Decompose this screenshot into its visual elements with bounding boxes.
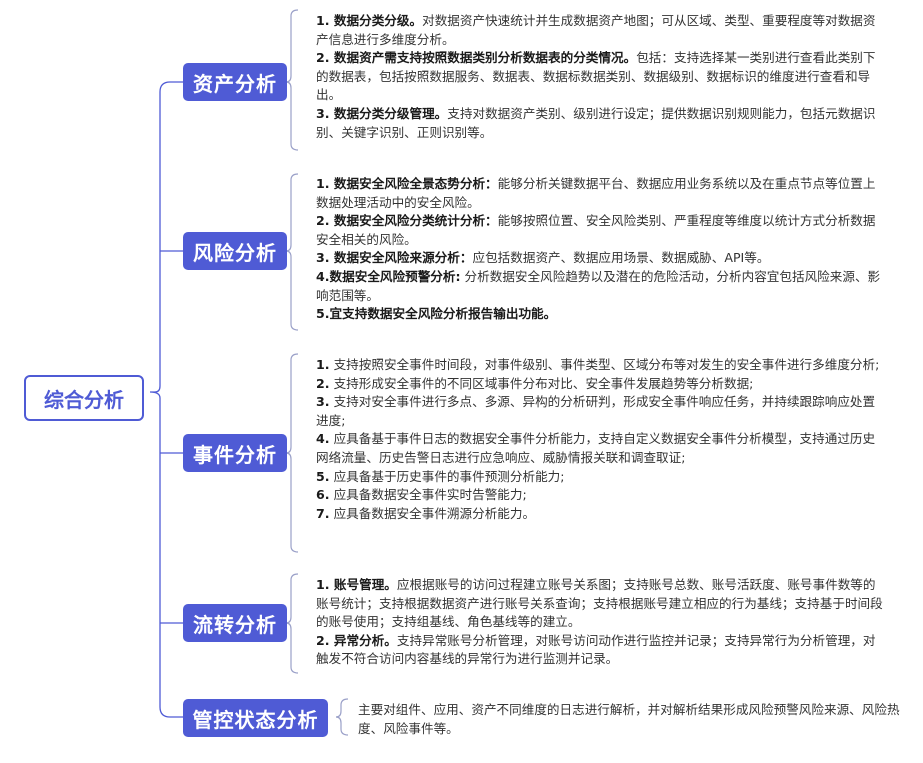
node-flow: 流转分析 (183, 604, 287, 642)
detail-item: 4. 应具备基于事件日志的数据安全事件分析能力，支持自定义数据安全事件分析模型，… (316, 431, 876, 465)
node-assets: 资产分析 (183, 63, 287, 101)
detail-events: 1. 支持按照安全事件时间段，对事件级别、事件类型、区域分布等对发生的安全事件进… (316, 356, 886, 523)
detail-item: 4.数据安全风险预警分析: 分析数据安全风险趋势以及潜在的危险活动，分析内容宜包… (316, 268, 881, 303)
node-risk: 风险分析 (183, 232, 287, 270)
detail-item: 2. 异常分析。支持异常账号分析管理，对账号访问动作进行监控并记录；支持异常行为… (316, 632, 876, 667)
brace-control (335, 698, 349, 736)
detail-item: 1. 数据安全风险全景态势分析：能够分析关键数据平台、数据应用业务系统以及在重点… (316, 176, 876, 210)
brace-risk (285, 173, 299, 331)
detail-item: 2. 数据资产需支持按照数据类别分析数据表的分类情况。包括：支持选择某一类别进行… (316, 50, 876, 103)
brace-flow (285, 573, 299, 674)
detail-item: 1. 数据分类分级。对数据资产快速统计并生成数据资产地图；可从区域、类型、重要程… (316, 13, 876, 47)
detail-flow: 1. 账号管理。应根据账号的访问过程建立账号关系图；支持账号总数、账号活跃度、账… (316, 576, 886, 669)
detail-item: 5. 应具备基于历史事件的事件预测分析能力; (316, 468, 565, 484)
brace-assets (285, 9, 299, 151)
detail-item: 3. 数据分类分级管理。支持对数据资产类别、级别进行设定；提供数据识别规则能力，… (316, 105, 876, 140)
node-control: 管控状态分析 (183, 699, 328, 737)
detail-assets: 1. 数据分类分级。对数据资产快速统计并生成数据资产地图；可从区域、类型、重要程… (316, 12, 886, 142)
brace-events (285, 353, 299, 553)
detail-control: 主要对组件、应用、资产不同维度的日志进行解析，并对解析结果形成风险预警风险来源、… (358, 701, 918, 738)
detail-item: 3. 支持对安全事件进行多点、多源、异构的分析研判，形成安全事件响应任务，并持续… (316, 394, 876, 428)
detail-item: 主要对组件、应用、资产不同维度的日志进行解析，并对解析结果形成风险预警风险来源、… (358, 702, 900, 736)
detail-item: 2. 数据安全风险分类统计分析：能够按照位置、安全风险类别、严重程度等维度以统计… (316, 213, 876, 247)
detail-item: 1. 支持按照安全事件时间段，对事件级别、事件类型、区域分布等对发生的安全事件进… (316, 357, 880, 372)
detail-item: 3. 数据安全风险来源分析：应包括数据资产、数据应用场景、数据威胁、API等。 (316, 250, 770, 266)
detail-item: 2. 支持形成安全事件的不同区域事件分布对比、安全事件发展趋势等分析数据; (316, 375, 754, 391)
detail-item: 1. 账号管理。应根据账号的访问过程建立账号关系图；支持账号总数、账号活跃度、账… (316, 577, 883, 630)
root-node: 综合分析 (24, 375, 144, 421)
root-brace (149, 81, 183, 718)
node-events: 事件分析 (183, 434, 287, 472)
detail-item: 6. 应具备数据安全事件实时告警能力; (316, 487, 527, 503)
detail-item: 7. 应具备数据安全事件溯源分析能力。 (316, 505, 536, 521)
detail-item: 5.宜支持数据安全风险分析报告输出功能。 (316, 306, 557, 322)
detail-risk: 1. 数据安全风险全景态势分析：能够分析关键数据平台、数据应用业务系统以及在重点… (316, 175, 886, 324)
